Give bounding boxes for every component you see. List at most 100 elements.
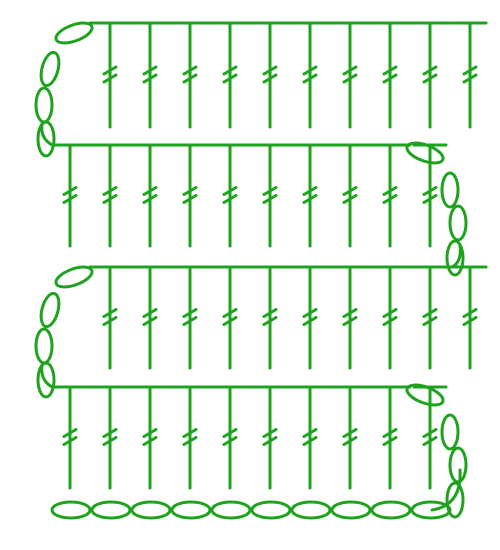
double-crochet-stitch <box>292 143 328 248</box>
chain-stitch <box>50 500 92 520</box>
double-crochet-stitch <box>212 385 248 490</box>
stitch-slash <box>382 194 398 204</box>
stitch-slash <box>382 316 398 326</box>
double-crochet-stitch <box>332 143 368 248</box>
turn-connector <box>40 363 54 389</box>
stitch-slash <box>182 428 198 438</box>
chain-stitch <box>54 21 94 45</box>
double-crochet-stitch <box>172 385 208 490</box>
double-crochet-stitch <box>52 385 88 490</box>
turning-chain <box>34 21 94 158</box>
stitch-slash <box>222 186 238 196</box>
stitch-slash <box>382 65 398 76</box>
double-crochet-stitch <box>332 265 368 370</box>
stitch-slash <box>102 73 118 84</box>
double-crochet-stitch <box>92 385 128 490</box>
turning-chain <box>405 383 468 519</box>
stitch-slash <box>182 308 198 318</box>
chain-stitch <box>90 500 132 520</box>
stitch-slash <box>222 428 238 438</box>
turn-connector <box>40 122 54 147</box>
stitch-slash <box>182 194 198 204</box>
stitch-slash <box>222 316 238 326</box>
double-crochet-stitch <box>452 265 488 370</box>
stitch-slash <box>422 186 438 196</box>
turn-connector <box>430 468 462 512</box>
stitch-slash <box>462 73 478 84</box>
foundation-chain <box>50 500 452 520</box>
stitch-slash <box>342 308 358 318</box>
stitch-slash <box>142 436 158 446</box>
double-crochet-stitch <box>172 143 208 248</box>
stitch-slash <box>262 428 278 438</box>
double-crochet-stitch <box>452 21 488 129</box>
double-crochet-stitch <box>252 143 288 248</box>
chain-stitch <box>250 500 292 520</box>
stitch-slash <box>422 316 438 326</box>
stitch-slash <box>462 65 478 76</box>
chain-stitch <box>39 50 61 88</box>
double-crochet-stitch <box>52 143 88 248</box>
stitch-slash <box>142 186 158 196</box>
chain-stitch <box>445 481 465 519</box>
double-crochet-stitch <box>372 21 408 129</box>
chain-stitch <box>405 383 445 407</box>
double-crochet-stitch <box>292 385 328 490</box>
stitch-slash <box>102 186 118 196</box>
stitch-slash <box>182 65 198 76</box>
stitch-slash <box>422 428 438 438</box>
double-crochet-stitch <box>212 143 248 248</box>
double-crochet-stitch <box>92 265 128 370</box>
double-crochet-stitch <box>292 21 328 129</box>
stitch-slash <box>382 186 398 196</box>
stitch-slash <box>102 436 118 446</box>
turning-chain <box>405 141 468 277</box>
double-crochet-stitch <box>132 385 168 490</box>
stitch-slash <box>102 316 118 326</box>
stitch-slash <box>142 65 158 76</box>
stitch-slash <box>262 194 278 204</box>
double-crochet-stitch <box>132 143 168 248</box>
stitch-slash <box>302 436 318 446</box>
double-crochet-stitch <box>92 21 128 129</box>
stitch-slash <box>102 194 118 204</box>
stitch-slash <box>142 73 158 84</box>
stitch-slash <box>462 316 478 326</box>
stitch-row-1 <box>50 383 468 519</box>
stitch-slash <box>62 428 78 438</box>
turn-connector <box>450 243 462 269</box>
stitch-slash <box>262 436 278 446</box>
stitch-row-4 <box>34 21 488 158</box>
double-crochet-stitch <box>212 21 248 129</box>
stitch-slash <box>302 308 318 318</box>
double-crochet-stitch <box>372 143 408 248</box>
stitch-slash <box>222 65 238 76</box>
stitch-slash <box>142 308 158 318</box>
chain-stitch <box>370 500 412 520</box>
stitch-slash <box>422 73 438 84</box>
stitch-slash <box>222 73 238 84</box>
double-crochet-stitch <box>252 265 288 370</box>
stitch-slash <box>342 316 358 326</box>
stitch-slash <box>422 65 438 76</box>
chain-stitch <box>290 500 332 520</box>
stitch-slash <box>142 316 158 326</box>
stitch-slash <box>182 436 198 446</box>
stitch-slash <box>382 436 398 446</box>
double-crochet-stitch <box>92 143 128 248</box>
chain-stitch <box>34 327 54 365</box>
stitch-slash <box>342 186 358 196</box>
double-crochet-stitch <box>332 21 368 129</box>
stitch-slash <box>62 436 78 446</box>
stitch-slash <box>262 186 278 196</box>
stitch-row-3 <box>50 141 468 277</box>
double-crochet-stitch <box>252 385 288 490</box>
stitch-row-2 <box>34 265 488 399</box>
stitch-slash <box>302 428 318 438</box>
stitch-slash <box>422 308 438 318</box>
double-crochet-stitch <box>412 265 448 370</box>
stitch-slash <box>262 316 278 326</box>
double-crochet-stitch <box>132 21 168 129</box>
double-crochet-stitch <box>172 21 208 129</box>
stitch-slash <box>382 73 398 84</box>
